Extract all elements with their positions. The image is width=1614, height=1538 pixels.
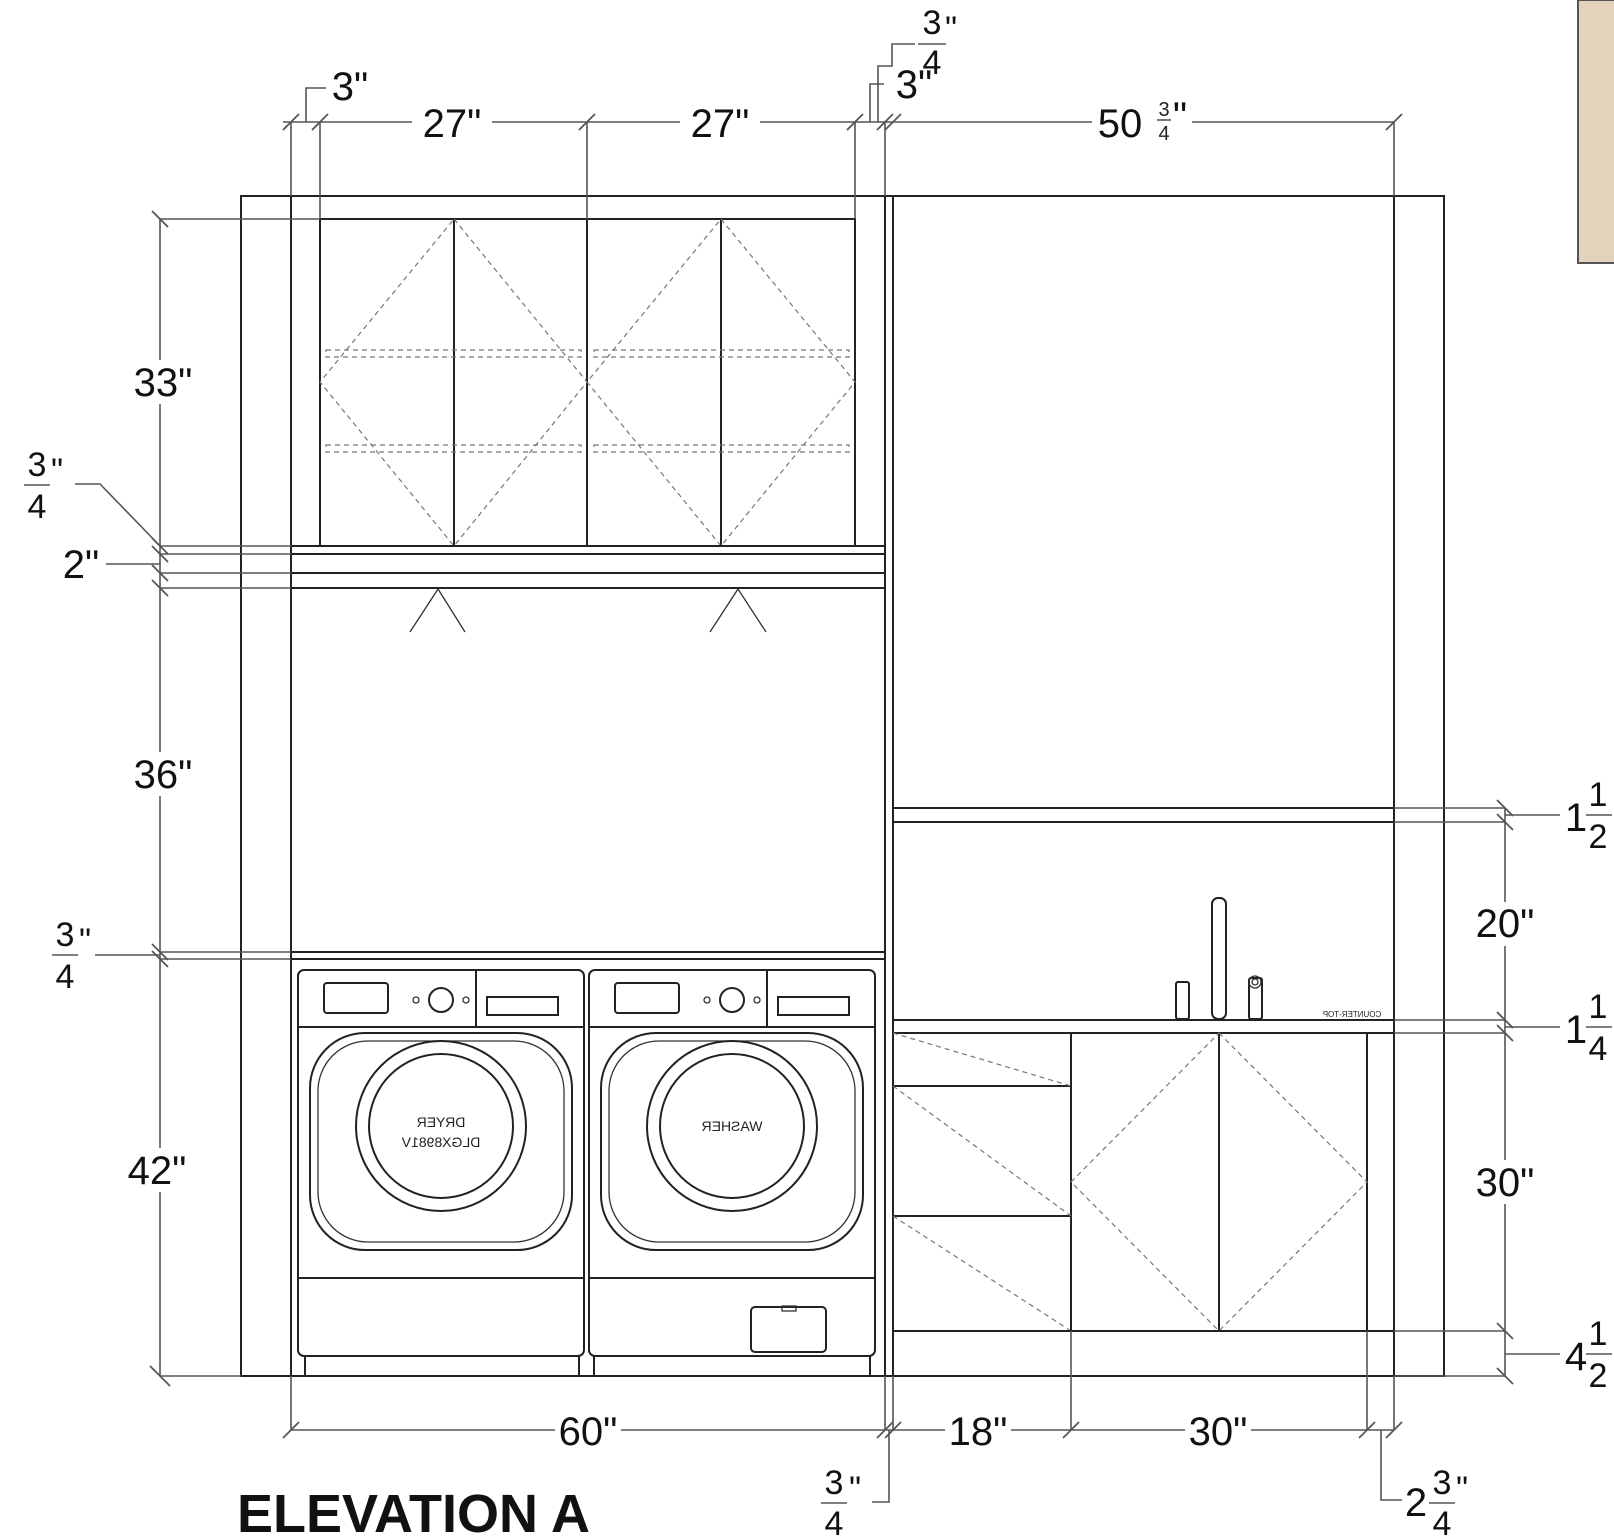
dim-right-bot-whole: 4 [1565,1335,1587,1379]
dim-right-mid-num: 1 [1589,988,1608,1026]
dim-bottom-left-inch: " [849,1470,861,1508]
dim-left-frac2-den: 4 [56,958,75,996]
dim-bottom-right-num: 3 [1433,1464,1452,1502]
washer-appliance: WASHER [588,969,876,1377]
washer-label: WASHER [702,1118,763,1134]
countertop-label: COUNTER-TOP [1323,1010,1382,1019]
lower-cabinets [892,1032,1395,1377]
dim-right-bot-den: 2 [1589,1357,1608,1395]
countertop: COUNTER-TOP [892,1010,1395,1034]
dim-upper-cab-1: 27" [423,102,482,146]
cabinet-frame [240,195,1445,1377]
dim-shelf-gap: 2" [63,543,99,587]
dim-bottom-30: 30" [1189,1410,1248,1454]
dim-right-top-whole: 1 [1565,796,1587,840]
dim-bottom-18: 18" [949,1410,1008,1454]
dim-top-inch-mark: " [945,10,957,48]
dim-top-return: 3" [332,65,368,109]
dim-right-top-num: 1 [1589,776,1608,814]
dim-left-frac2-num: 3 [56,916,75,954]
dryer-model: DLGX8981V [401,1134,480,1150]
backsplash-area [892,196,1395,1376]
dim-left-frac2-inch: " [79,922,91,960]
dim-bottom-right-den: 4 [1433,1505,1452,1538]
wood-material-swatch [1577,0,1614,264]
dim-open-height: 36" [134,753,193,797]
dim-right-top-den: 2 [1589,818,1608,856]
dim-right-mid-whole: 1 [1565,1008,1587,1052]
dim-bottom-left-den: 4 [825,1505,844,1538]
dim-left-frac-num: 3 [28,446,47,484]
dim-upper-height: 33" [134,361,193,405]
dryer-label: DRYER [417,1114,466,1130]
dim-right-20: 20" [1476,902,1535,946]
dim-upper-cab-2: 27" [691,102,750,146]
dim-top-three-quarter-den: 4 [923,44,942,82]
dim-bottom-right-whole: 2 [1405,1481,1427,1525]
dim-right-30: 30" [1476,1161,1535,1205]
dim-left-frac-inch: " [51,452,63,490]
dim-bottom-right-inch: " [1456,1470,1468,1508]
faucet [1175,897,1263,1020]
dim-right-bot-num: 1 [1589,1315,1608,1353]
dim-lower-height: 42" [128,1149,187,1193]
dryer-appliance: DRYER DLGX8981V [297,969,585,1377]
dim-top-three-quarter-num: 3 [923,4,942,42]
coat-hooks [409,587,767,633]
dim-left-frac-den: 4 [28,488,47,526]
drawing-title: ELEVATION A [237,1484,590,1538]
dim-right-width-inch: " [1173,95,1187,139]
dim-right-mid-den: 4 [1589,1030,1608,1068]
right-dimensions [1394,799,1560,1385]
dim-bottom-left-num: 3 [825,1464,844,1502]
dim-right-width-num: 3 [1158,99,1169,121]
shelf-band [291,545,885,589]
dim-panel-top: 3" [896,63,932,107]
upper-cabinets [319,218,856,547]
dim-right-width-den: 4 [1158,123,1169,145]
left-dimensions [75,210,320,1387]
dim-bottom-60: 60" [559,1410,618,1454]
dim-right-width: 50 [1098,102,1143,146]
